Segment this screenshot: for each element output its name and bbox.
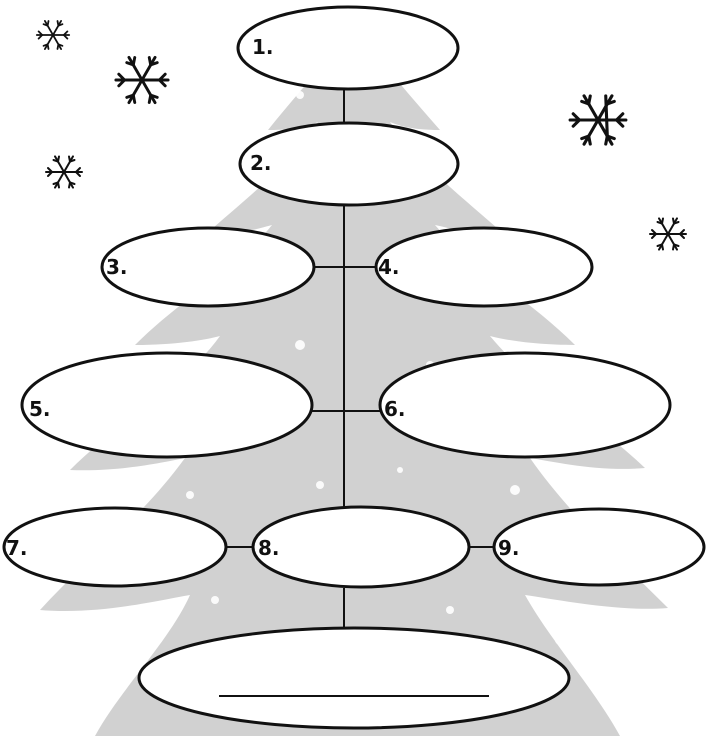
snowflake-icon	[46, 156, 82, 187]
box-number: 6.	[384, 397, 406, 421]
oval-box-9[interactable]: 9.	[494, 509, 704, 585]
oval-box-6[interactable]: 6.	[380, 353, 670, 457]
box-number: 1.	[252, 35, 274, 59]
oval-box-7[interactable]: 7.	[4, 508, 226, 586]
oval-box-5[interactable]: 5.	[22, 353, 312, 457]
snowflake-icon	[116, 57, 168, 102]
oval-box-base[interactable]	[139, 628, 569, 728]
oval-box-2[interactable]: 2.	[240, 123, 458, 205]
box-number: 4.	[378, 255, 400, 279]
snowflake-icon	[650, 218, 686, 249]
snowflake-icon	[570, 96, 626, 144]
box-number: 8.	[258, 536, 280, 560]
box-number: 2.	[250, 151, 272, 175]
oval-box-3[interactable]: 3.	[102, 228, 314, 306]
oval-box-4[interactable]: 4.	[376, 228, 592, 306]
box-number: 9.	[498, 536, 520, 560]
box-number: 5.	[29, 397, 51, 421]
snowflake-icon	[37, 21, 69, 49]
oval-box-1[interactable]: 1.	[238, 7, 458, 89]
box-number: 3.	[106, 255, 128, 279]
box-number: 7.	[6, 536, 28, 560]
oval-box-8[interactable]: 8.	[253, 507, 469, 587]
